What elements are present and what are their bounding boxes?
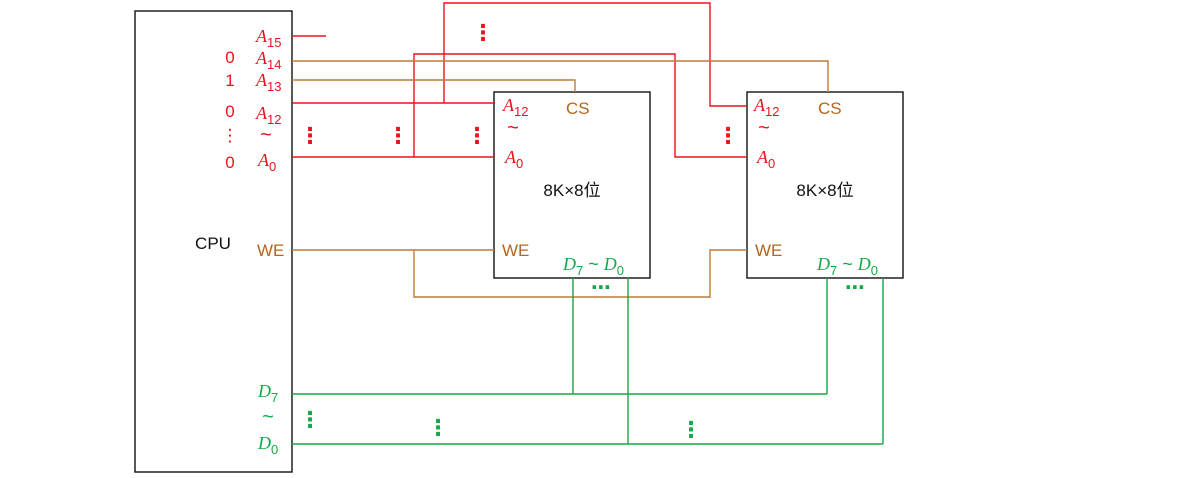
chip2-cs-label: CS (818, 99, 842, 118)
chip2-capacity-label: 8K×8位 (796, 181, 853, 200)
chip1-capacity-label: 8K×8位 (543, 181, 600, 200)
address-wires (292, 2, 747, 158)
chip2-addr-tilde: ~ (758, 117, 770, 139)
a0-value: 0 (225, 153, 234, 172)
cpu-data-tilde: ~ (262, 406, 274, 428)
a13-to-chip1-cs (292, 79, 576, 92)
chip2-a12-label: A12 (753, 95, 779, 119)
addr-ellipsis-4: ⋮ (717, 124, 739, 149)
chip1-data-ellipsis: ⋯ (591, 275, 611, 299)
data-ellipsis-1: ⋮ (299, 408, 321, 433)
chip-1-box (493, 91, 651, 279)
addr-ellipsis-3: ⋮ (466, 124, 488, 149)
chip1-we-label: WE (502, 241, 529, 260)
cpu-addr-tilde: ~ (260, 124, 272, 146)
chip1-a12-label: A12 (502, 95, 528, 119)
top-ellipsis: ⋮ (472, 21, 494, 46)
a14-value: 0 (225, 48, 234, 67)
chip1-cs-label: CS (566, 99, 590, 118)
chip2-a0-label: A0 (756, 147, 775, 171)
cpu-a14-label: A14 (255, 48, 281, 72)
cpu-a0-label: A0 (257, 150, 276, 174)
chip1-addr-tilde: ~ (507, 117, 519, 139)
addr-ellipsis-1: ⋮ (299, 124, 321, 149)
cpu-box (134, 10, 293, 473)
a12-value: 0 (225, 102, 234, 121)
chip-2-box (746, 91, 904, 279)
chip2-we-label: WE (755, 241, 782, 260)
cpu-label: CPU (195, 234, 231, 253)
chip2-data-label: D7~D0 (816, 254, 878, 278)
ellipsis-marks: ⋮ ⋮ ⋮ ⋮ ⋮ ⋯ ⋯ ⋮ ⋮ ⋮ (299, 21, 865, 443)
chip2-data-ellipsis: ⋯ (845, 275, 865, 299)
chip1-a0-label: A0 (504, 147, 523, 171)
data-ellipsis-2: ⋮ (427, 416, 449, 441)
cpu-d7-label: D7 (257, 381, 278, 405)
data-ellipsis-3: ⋮ (680, 418, 702, 443)
cpu-we-label: WE (257, 241, 284, 260)
addr-value-ellipsis: ⋮ (222, 126, 239, 145)
cpu-d0-label: D0 (257, 433, 278, 457)
second-loop-wire (413, 53, 747, 158)
we-branch-wire (413, 249, 747, 298)
data-wires (292, 278, 884, 445)
cpu-a13-label: A13 (255, 70, 281, 94)
a14-to-chip2-cs (292, 60, 829, 92)
cpu-a12-label: A12 (255, 103, 281, 127)
a13-value: 1 (225, 71, 234, 90)
top-loop-wire (443, 2, 747, 107)
control-wires (292, 60, 829, 298)
addr-ellipsis-2: ⋮ (387, 124, 409, 149)
cpu-a15-label: A15 (255, 26, 281, 50)
chip1-data-label: D7~D0 (562, 254, 624, 278)
